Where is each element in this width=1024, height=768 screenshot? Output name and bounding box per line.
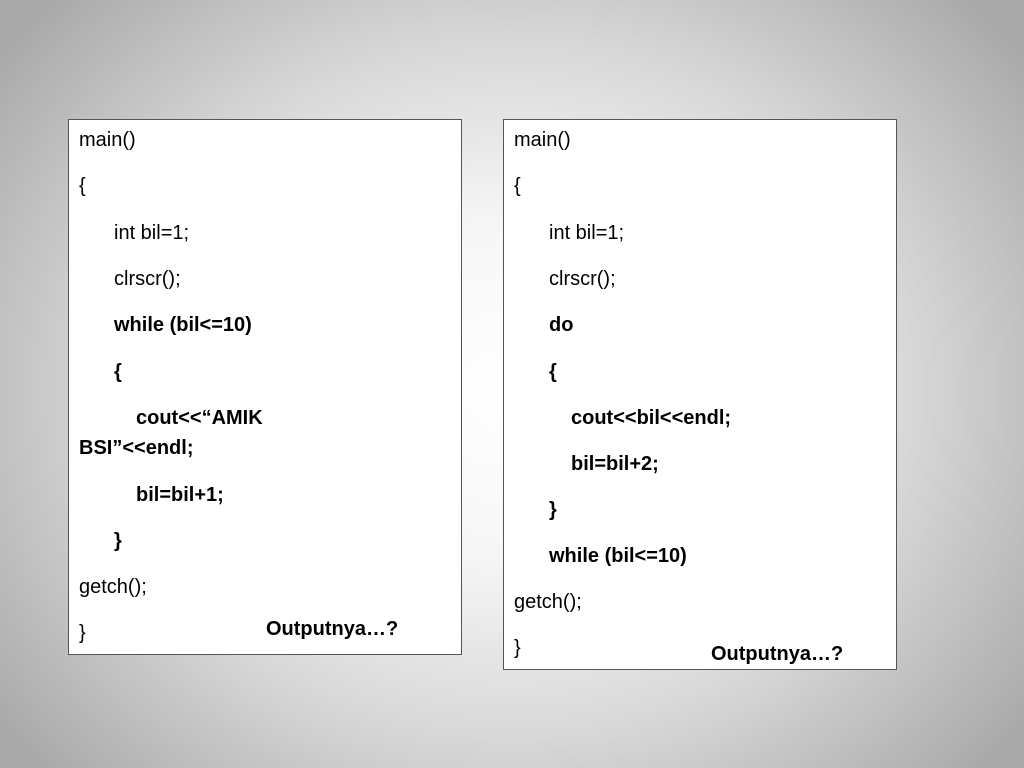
output-question: Outputnya…? [266, 618, 399, 640]
code-line-close-brace: } [79, 622, 86, 644]
code-line-while: while (bil<=10) [549, 545, 687, 567]
code-line-loop-open-brace: { [549, 361, 557, 383]
code-line-close-brace: } [514, 637, 521, 659]
code-line-open-brace: { [514, 175, 521, 197]
code-line-clrscr: clrscr(); [549, 268, 616, 290]
code-line-getch: getch(); [514, 591, 582, 613]
code-line-declare: int bil=1; [549, 222, 625, 244]
output-question: Outputnya…? [711, 643, 844, 665]
code-line-while: while (bil<=10) [114, 314, 252, 336]
code-line-do: do [549, 314, 574, 336]
code-line-main: main() [79, 129, 136, 151]
code-line-cout: cout<<“AMIK [136, 407, 263, 429]
code-line-main: main() [514, 129, 571, 151]
right-code-box: main() { int bil=1; clrscr(); do { cout<… [503, 119, 897, 670]
left-code-box: main() { int bil=1; clrscr(); while (bil… [68, 119, 462, 655]
code-line-declare: int bil=1; [114, 222, 190, 244]
code-line-cout: cout<<bil<<endl; [571, 407, 732, 429]
code-line-open-brace: { [79, 175, 86, 197]
code-line-clrscr: clrscr(); [114, 268, 181, 290]
code-line-loop-close-brace: } [549, 499, 557, 521]
code-line-loop-close-brace: } [114, 530, 122, 552]
code-line-getch: getch(); [79, 576, 147, 598]
code-line-loop-open-brace: { [114, 361, 122, 383]
code-line-increment: bil=bil+1; [136, 484, 224, 506]
code-line-increment: bil=bil+2; [571, 453, 659, 475]
code-line-cout-continued: BSI”<<endl; [79, 437, 194, 459]
